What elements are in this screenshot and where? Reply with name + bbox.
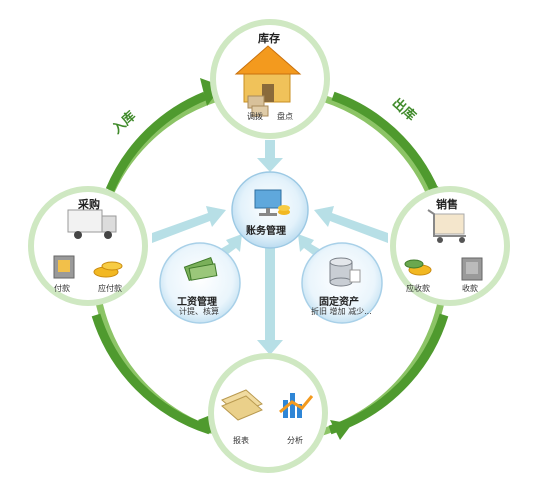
lower-left-arc [91,313,212,435]
outbound-arc [331,91,440,194]
sales-item-receipt: 收款 [462,284,478,293]
sales-item-receivable: 应收款 [406,284,430,293]
inventory-item-transfer: 调拨 [247,112,263,121]
safe-icon [53,255,75,279]
lower-right-arrowhead [330,420,352,440]
payroll-node [159,242,241,324]
computer-icon [254,189,290,216]
cart-icon [427,209,466,243]
sales-title: 销售 [436,198,458,211]
payroll-subtitle: 计提、核算 [179,307,219,316]
reports-item-report: 报表 [233,436,249,445]
house-icon [234,45,302,117]
chart-icon [279,393,314,418]
accounting-title: 账务管理 [246,226,286,237]
payroll-title: 工资管理 [177,297,217,308]
coins-icon [93,261,123,278]
database-icon [329,257,361,287]
inbound-arc [105,91,207,192]
purchase-title: 采购 [78,198,100,211]
safe-icon [461,257,483,281]
purchase-item-payable: 应付款 [98,284,122,293]
inventory-title: 库存 [258,32,280,45]
assets-subtitle: 折旧 增加 减少... [311,307,372,316]
ledger-icon [221,389,263,421]
lower-right-arc [328,313,449,435]
truck-icon [67,209,117,239]
reports-node [208,353,328,473]
purchase-item-payment: 付款 [54,284,70,293]
coins-icon [404,259,432,276]
reports-item-analysis: 分析 [287,436,303,445]
inventory-item-stocktake: 盘点 [277,112,293,121]
money-icon [183,256,218,282]
assets-title: 固定资产 [319,297,359,308]
